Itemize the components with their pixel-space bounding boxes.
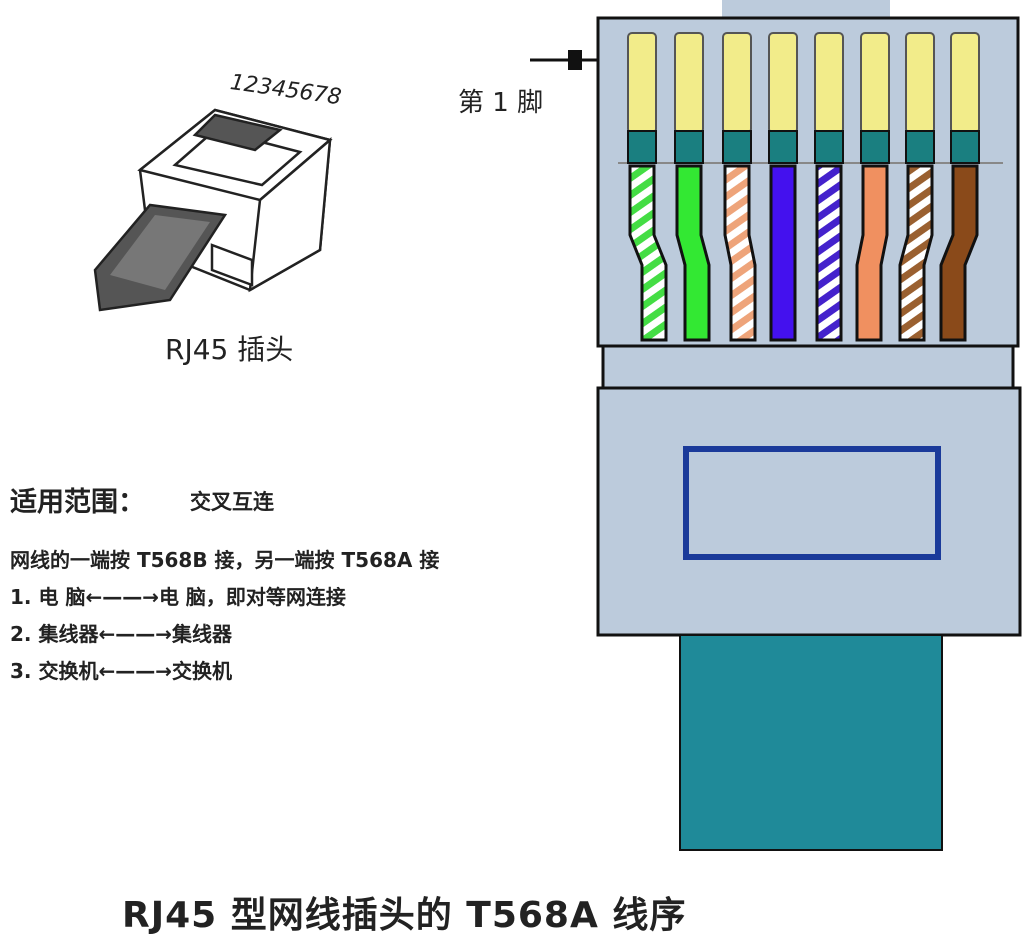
contact-band-5 [814, 130, 844, 164]
cable-jacket [679, 634, 943, 851]
wire-3 [723, 164, 757, 342]
contact-pin-4 [768, 32, 798, 134]
contact-band-8 [950, 130, 980, 164]
latch-window [683, 446, 941, 560]
rj45-plug-illustration [93, 108, 333, 312]
wire-1 [628, 164, 668, 342]
wire-8 [939, 164, 979, 342]
scope-line: 3. 交换机←——→交换机 [10, 659, 232, 683]
contact-pin-5 [814, 32, 844, 134]
scope-line: 网线的一端按 T568B 接，另一端按 T568A 接 [10, 548, 440, 572]
plug-caption: RJ45 插头 [165, 333, 294, 366]
contact-pin-1 [627, 32, 657, 134]
pin1-arrow-icon [530, 50, 600, 70]
wire-6 [855, 164, 889, 342]
contact-pin-7 [905, 32, 935, 134]
contact-band-7 [905, 130, 935, 164]
contact-pin-6 [860, 32, 890, 134]
rj45-connector [596, 0, 1022, 851]
wire-7 [898, 164, 934, 342]
scope-line: 2. 集线器←——→集线器 [10, 622, 232, 646]
scope-line: 1. 电 脑←——→电 脑，即对等网连接 [10, 585, 346, 609]
contact-band-6 [860, 130, 890, 164]
contact-pin-2 [674, 32, 704, 134]
wire-2 [675, 164, 711, 342]
connector-top-tab [722, 0, 890, 20]
pin1-label: 第 1 脚 [458, 88, 544, 118]
contact-pin-8 [950, 32, 980, 134]
contact-band-2 [674, 130, 704, 164]
scope-value: 交叉互连 [190, 490, 274, 514]
wire-5 [815, 164, 843, 342]
contact-band-3 [722, 130, 752, 164]
crimp-line [618, 162, 1003, 164]
scope-title: 适用范围： [10, 487, 145, 518]
connector-band [601, 344, 1015, 390]
contact-band-4 [768, 130, 798, 164]
main-title: RJ45 型网线插头的 T568A 线序 [122, 895, 687, 936]
contact-band-1 [627, 130, 657, 164]
contact-pin-3 [722, 32, 752, 134]
wire-4 [769, 164, 797, 342]
